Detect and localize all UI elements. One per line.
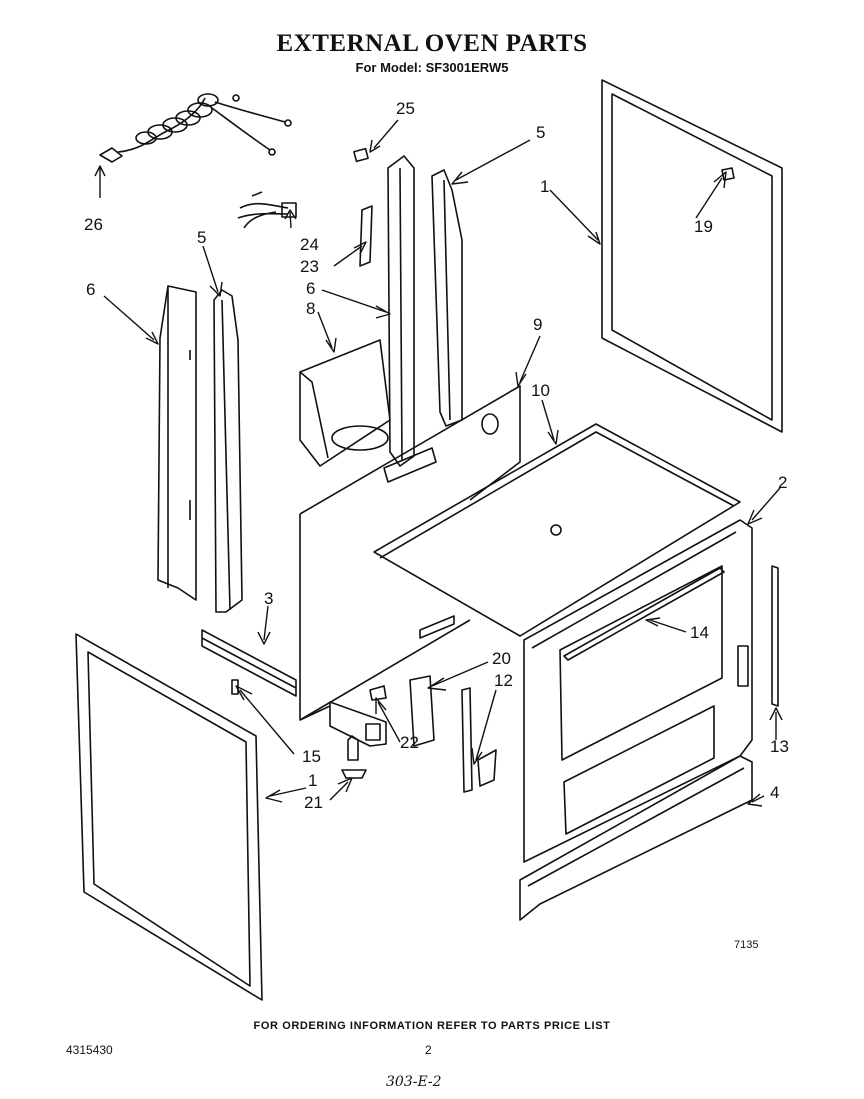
callout-8: 8 xyxy=(306,299,315,318)
bottom-trim xyxy=(519,755,753,921)
callout-23: 23 xyxy=(300,257,319,276)
bottom-rail-part xyxy=(201,629,297,697)
callout-20: 20 xyxy=(492,649,511,668)
switch-bracket-part xyxy=(461,687,497,793)
page-number: 2 xyxy=(425,1043,432,1057)
front-strip-part xyxy=(563,567,725,661)
callout-19: 19 xyxy=(694,217,713,236)
leveling-leg-part xyxy=(341,735,367,779)
callout-25: 25 xyxy=(396,99,415,118)
callout-10: 10 xyxy=(531,381,550,400)
wire-harness-part xyxy=(237,191,297,229)
callout-21: 21 xyxy=(304,793,323,812)
callout-26: 26 xyxy=(84,215,103,234)
back-panel xyxy=(299,385,521,721)
callout-5-top: 5 xyxy=(536,123,545,142)
side-panel-left-front xyxy=(75,633,263,1001)
side-rail-left xyxy=(213,289,243,613)
callout-1-bottom: 1 xyxy=(308,771,317,790)
bracket-part xyxy=(359,205,373,267)
leader-lines xyxy=(94,119,783,807)
callout-2: 2 xyxy=(778,473,787,492)
callout-24: 24 xyxy=(300,235,319,254)
callout-4: 4 xyxy=(770,783,779,802)
callout-12: 12 xyxy=(494,671,513,690)
callout-5-left: 5 xyxy=(197,228,206,247)
callout-3: 3 xyxy=(264,589,273,608)
callout-9: 9 xyxy=(533,315,542,334)
trim-strip-part xyxy=(771,565,779,707)
side-rail-center xyxy=(431,169,463,427)
callout-1-top: 1 xyxy=(540,177,549,196)
handwritten-code: 303-E-2 xyxy=(386,1074,442,1090)
footer-note: FOR ORDERING INFORMATION REFER TO PARTS … xyxy=(253,1020,611,1032)
callout-14: 14 xyxy=(690,623,709,642)
drawing-id: 7135 xyxy=(734,939,759,951)
callout-13: 13 xyxy=(770,737,789,756)
vent-duct-part xyxy=(299,339,391,467)
side-panel-center xyxy=(387,155,415,467)
callout-6-left: 6 xyxy=(86,280,95,299)
side-panel-right xyxy=(601,79,783,433)
callout-6-center: 6 xyxy=(306,279,315,298)
page-subtitle: For Model: SF3001ERW5 xyxy=(355,60,509,75)
screw-part-22 xyxy=(369,685,387,701)
callout-15: 15 xyxy=(302,747,321,766)
callout-labels: 26 25 5 1 19 24 23 5 6 6 8 9 10 2 3 14 2… xyxy=(84,99,789,812)
screw-part-15 xyxy=(231,679,239,695)
clip-part xyxy=(353,147,369,163)
power-cord-part xyxy=(99,93,292,163)
side-panel-left xyxy=(157,285,197,601)
page-title: EXTERNAL OVEN PARTS xyxy=(276,30,588,57)
callout-22: 22 xyxy=(400,733,419,752)
front-frame xyxy=(523,519,753,863)
insulation-block-part xyxy=(409,675,435,747)
base-bracket-part xyxy=(329,701,387,747)
document-number: 4315430 xyxy=(66,1043,113,1057)
cooktop-panel xyxy=(373,423,741,637)
